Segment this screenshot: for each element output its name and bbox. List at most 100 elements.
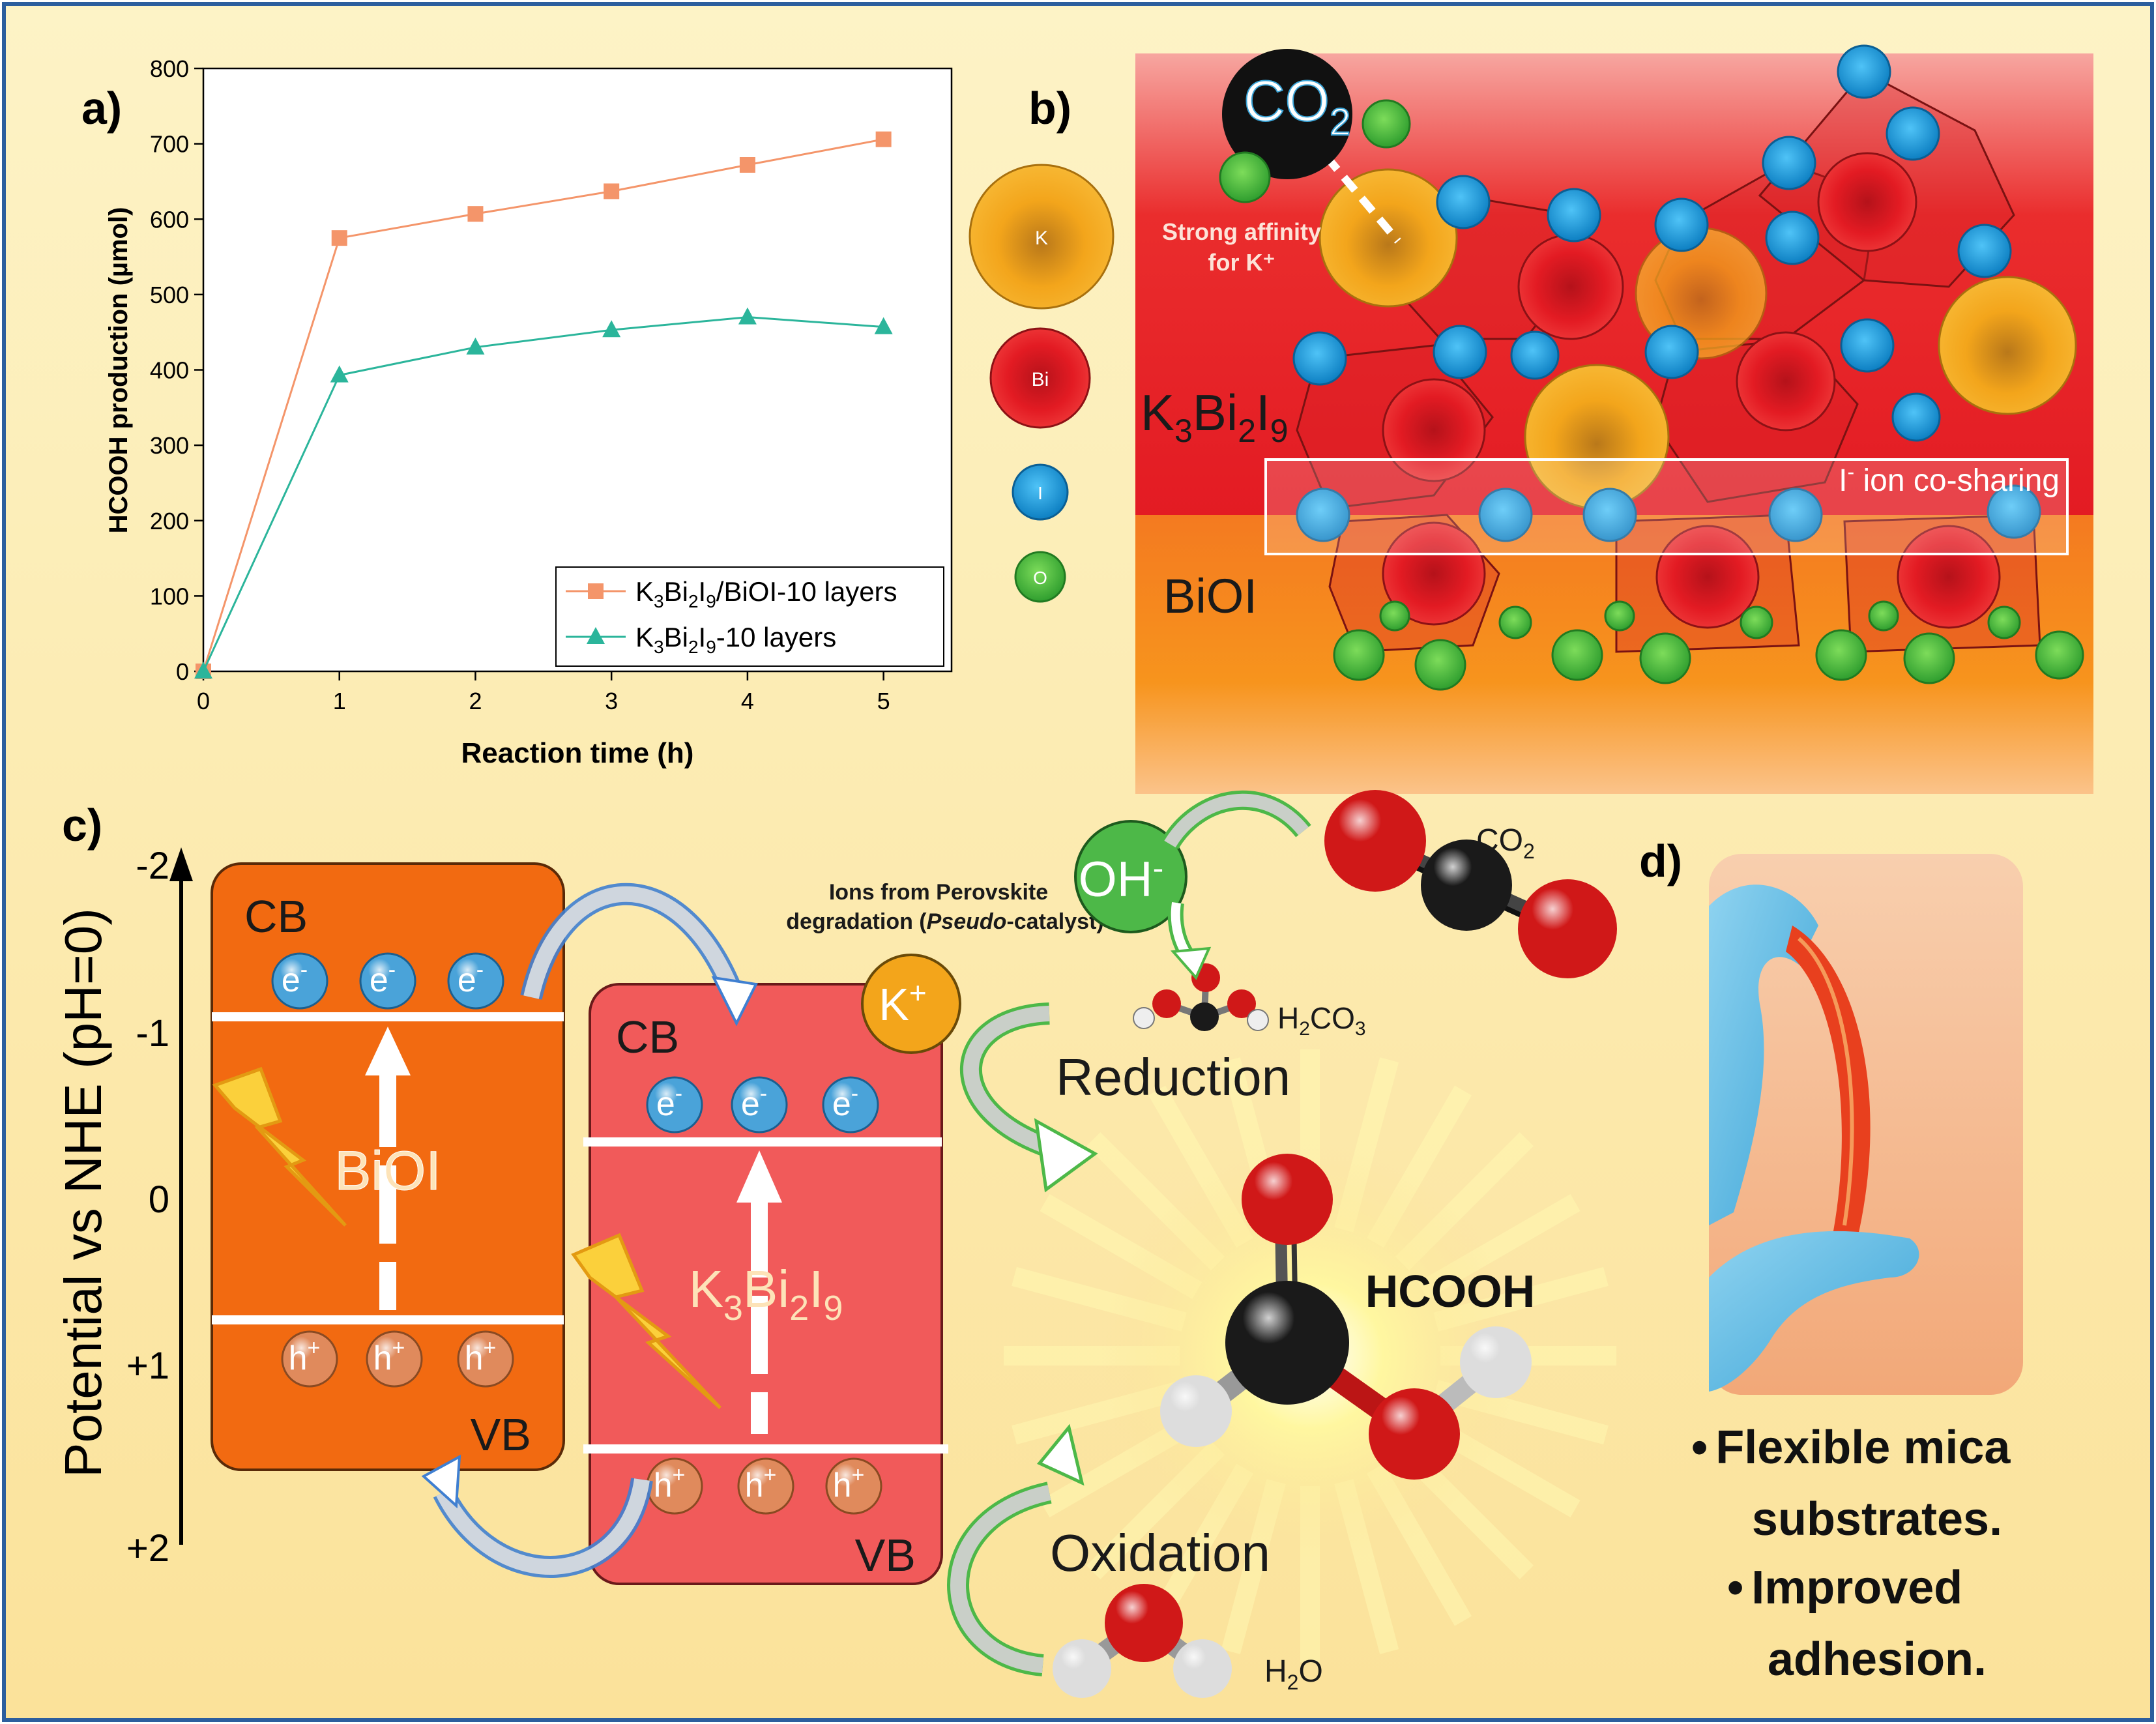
- series-line-2: [202, 316, 884, 672]
- electron-label: e-: [656, 1081, 682, 1123]
- potential-tick: -1: [136, 1012, 169, 1055]
- electron-label: e-: [458, 957, 484, 999]
- hole-label: h+: [465, 1336, 497, 1377]
- i-atoms: [1292, 44, 2041, 542]
- lightning-icon: [212, 1066, 347, 1227]
- oxidation-label: Oxidation: [1050, 1524, 1270, 1582]
- k3bi2i9-band-box: CB VB K3Bi2I9 e-e-e- h+h+h+: [571, 983, 948, 1585]
- bi-atom: [1382, 378, 1486, 482]
- photo-caption-line-4: adhesion.: [1768, 1633, 1987, 1686]
- h2o-molecule: H2O: [1053, 1584, 1323, 1698]
- legend-o-atom: [1014, 551, 1066, 603]
- co-sharing-label: I- ion co-sharing: [1839, 460, 2060, 498]
- hole-transfer-arrow-fill: [436, 1478, 650, 1575]
- electron-label: e-: [282, 957, 308, 999]
- potential-tick: -2: [136, 845, 169, 887]
- carrier-shine: [282, 1332, 337, 1386]
- potential-tick: +2: [126, 1527, 169, 1570]
- carrier-shine: [272, 954, 327, 1008]
- affinity-dashed-line: [1323, 154, 1401, 244]
- crystal-structure: I- ion co-sharing K3Bi2I9 BiOI CO2 Stron…: [1135, 44, 2093, 794]
- carrier-shine: [823, 1077, 878, 1132]
- carrier-shine: [458, 1332, 513, 1386]
- data-point-series-2: [602, 320, 621, 338]
- h2o-formula: H2O: [1264, 1654, 1323, 1694]
- potential-tick: +1: [126, 1345, 169, 1387]
- potential-tick: 0: [149, 1178, 169, 1221]
- electron-label: e-: [832, 1081, 858, 1123]
- data-point-series-2: [194, 662, 212, 679]
- bi-atom: [1736, 331, 1836, 431]
- legend-entry-1: K3Bi2I9/BiOI-10 layers: [635, 576, 897, 611]
- y-tick-label: 400: [150, 357, 189, 384]
- chart-legend: K3Bi2I9/BiOI-10 layers K3Bi2I9-10 layers: [555, 566, 944, 667]
- photo-caption-line-1: •Flexible mica: [1691, 1422, 2011, 1474]
- hole-transfer-arrowhead: [421, 1454, 461, 1509]
- k-atom: [1938, 276, 2077, 415]
- x-tick-label: 4: [741, 688, 754, 714]
- carrier-shine: [647, 1459, 702, 1513]
- y-tick-label: 200: [150, 508, 189, 534]
- legend-k-atom: [969, 164, 1114, 310]
- co2-oxygen: [1362, 99, 1411, 149]
- photo-caption-line-2: substrates.: [1752, 1493, 2002, 1545]
- carrier-shine: [647, 1077, 702, 1132]
- x-tick-label: 0: [197, 688, 210, 714]
- legend-marker-1: [588, 583, 604, 599]
- carrier-shine: [826, 1459, 881, 1513]
- legend-bi-label: Bi: [1032, 369, 1049, 390]
- glove-lower: [1709, 1231, 1919, 1392]
- data-point-series-2: [330, 365, 349, 383]
- chart-legend-box: [555, 566, 944, 667]
- kbi-box-label: K3Bi2I9: [689, 1260, 843, 1328]
- carrier-shine: [360, 954, 415, 1008]
- data-point-series-1: [875, 131, 892, 147]
- bi-atom: [1382, 521, 1486, 626]
- legend-bi-atom: [989, 327, 1091, 429]
- panel-label-d: d): [1639, 836, 1682, 886]
- mica-photo: [1709, 854, 2023, 1395]
- k-ion: [861, 954, 961, 1054]
- x-tick-label: 2: [469, 688, 482, 714]
- electron-transfer-arrowhead: [711, 976, 759, 1027]
- bi-atom: [1817, 152, 1917, 252]
- h2co3-formula: H2CO3: [1277, 1001, 1366, 1040]
- hole-label: h+: [373, 1336, 405, 1377]
- reduction-label: Reduction: [1056, 1048, 1290, 1106]
- chart-lines: [194, 131, 893, 679]
- hole-label: h+: [289, 1336, 321, 1377]
- co-sharing-band: [1264, 458, 2069, 555]
- kbi-cb-label: CB: [616, 1012, 679, 1062]
- data-point-series-1: [331, 230, 347, 246]
- bioi-excitation-arrowhead: [365, 1027, 411, 1075]
- y-tick-label: 700: [150, 131, 189, 158]
- co2-molecule: CO2: [1324, 790, 1617, 978]
- kbi-electrons: e-e-e-: [646, 1076, 879, 1133]
- panel-label-c: c): [62, 800, 102, 851]
- k-ion-label: K+: [879, 976, 927, 1030]
- legend-entry-2: K3Bi2I9-10 layers: [635, 622, 836, 657]
- co2-label: CO2: [1244, 68, 1350, 143]
- panel-label-a: a): [81, 83, 122, 134]
- panel-label-b: b): [1028, 83, 1071, 134]
- bioi-label: BiOI: [1163, 569, 1257, 623]
- y-tick-label: 600: [150, 206, 189, 233]
- bioi-electrons: e-e-e-: [271, 952, 504, 1010]
- o-atoms: [1333, 600, 2084, 691]
- y-tick-label: 300: [150, 432, 189, 459]
- x-tick-label: 3: [605, 688, 618, 714]
- affinity-text-1: Strong affinity: [1162, 218, 1321, 245]
- h2co3-molecule: H2CO3: [1133, 963, 1366, 1040]
- legend-k-label: K: [1035, 227, 1048, 249]
- data-point-series-1: [739, 157, 755, 173]
- bi-atom: [1655, 525, 1760, 629]
- hcooh-molecule: HCOOH: [1160, 1154, 1535, 1480]
- co2-carbon-sphere: [1222, 49, 1352, 179]
- hole-label: h+: [745, 1463, 777, 1504]
- data-point-series-2: [466, 337, 485, 355]
- glove-upper: [1709, 884, 1818, 1225]
- legend-o-label: O: [1033, 568, 1047, 588]
- carrier-shine: [367, 1332, 422, 1386]
